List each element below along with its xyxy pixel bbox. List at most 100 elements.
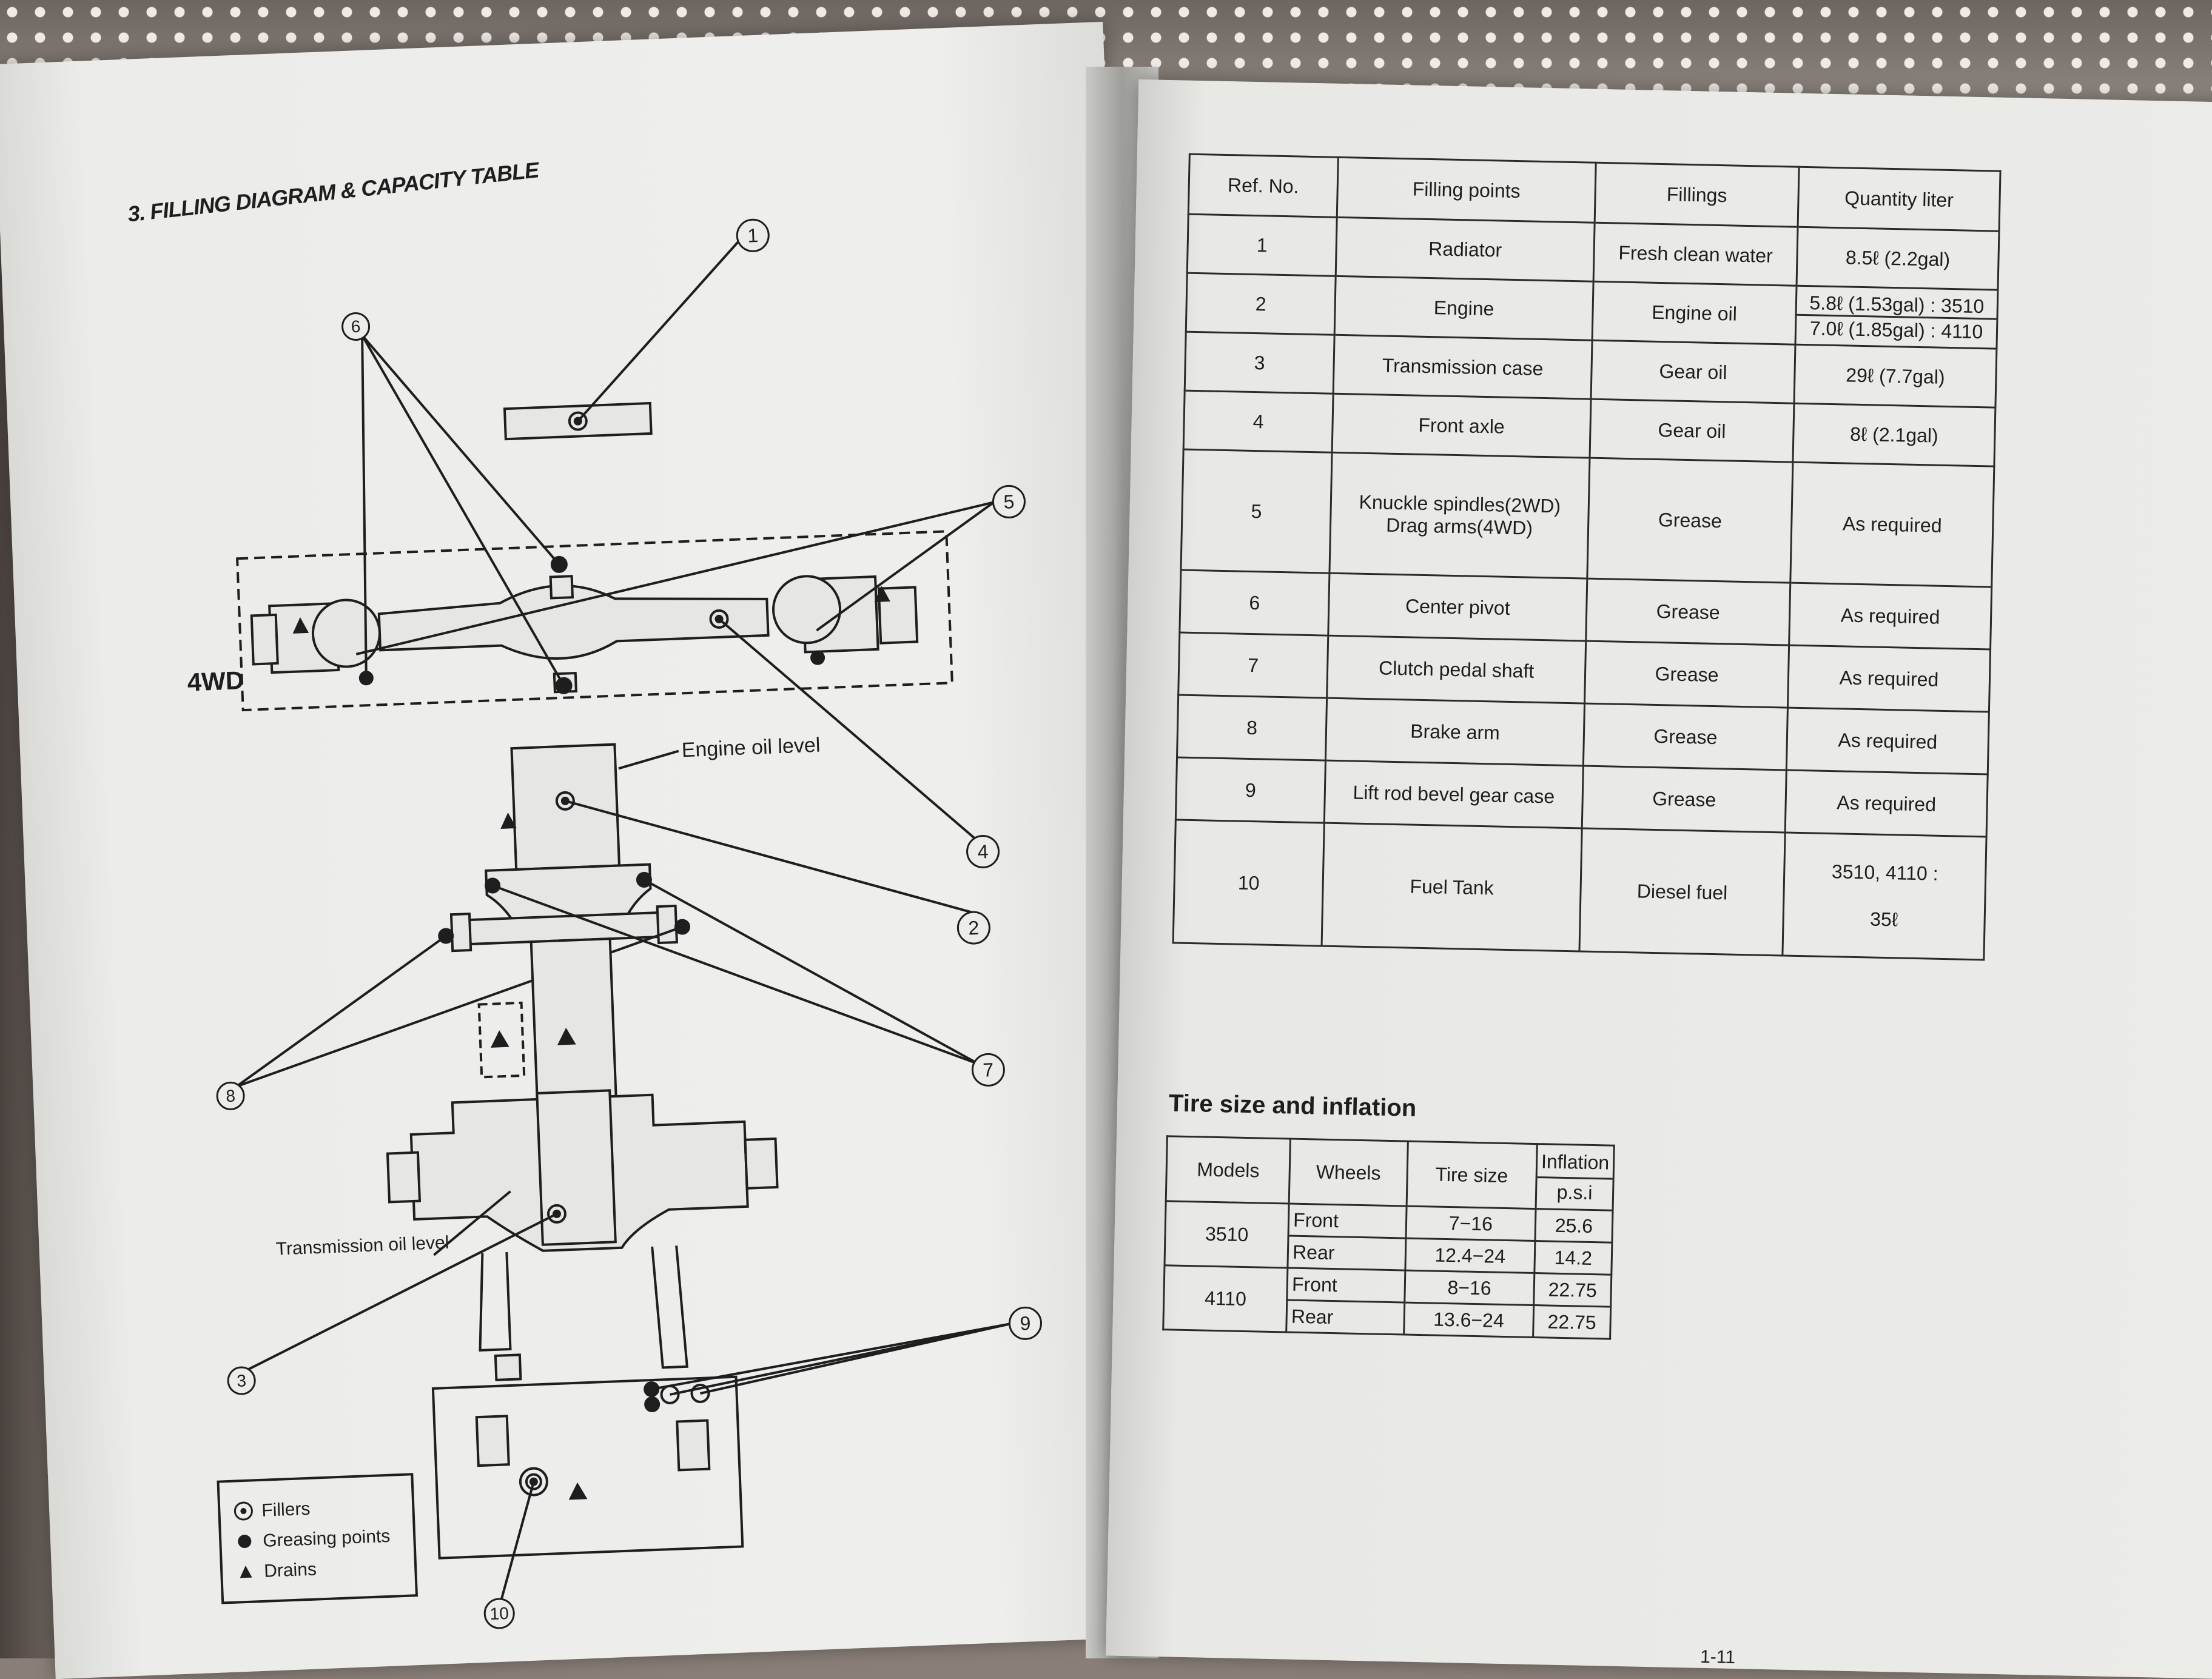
callout-2: 2 (968, 917, 980, 939)
quantity-line: 35ℓ (1869, 908, 1898, 931)
filling-point-cell: Lift rod bevel gear case (1324, 760, 1584, 828)
left-page: 3. FILLING DIAGRAM & CAPACITY TABLE (0, 21, 1165, 1679)
wheel-cell: Front (1287, 1267, 1405, 1303)
header-inflation-line: Inflation (1541, 1150, 1610, 1174)
quantity-cell: 5.8ℓ (1.53gal) : 3510 7.0ℓ (1.85gal) : 4… (1795, 286, 1998, 349)
filler-icon (234, 1501, 253, 1521)
quantity-cell: 29ℓ (7.7gal) (1793, 344, 1997, 408)
lift-box-shape (431, 1375, 744, 1560)
callout-6: 6 (351, 317, 361, 337)
quantity-cell: 8.5ℓ (2.2gal) (1797, 227, 1999, 290)
header-psi-line: p.s.i (1536, 1176, 1613, 1205)
engine-shape (510, 743, 621, 871)
header-fillings: Fillings (1595, 163, 1800, 227)
filling-point-cell: Radiator (1336, 217, 1595, 282)
quantity-cell: As required (1789, 583, 1992, 650)
4wd-frame (236, 530, 953, 712)
psi-cell: 22.75 (1533, 1305, 1611, 1339)
legend-drains: Drains (264, 1560, 317, 1581)
filling-cell: Gear oil (1591, 340, 1796, 404)
legend: Fillers Greasing points Drains (217, 1473, 419, 1604)
legend-greasing-points: Greasing points (263, 1526, 391, 1551)
transmission-oil-label: Transmission oil level (275, 1233, 449, 1259)
callout-1: 1 (747, 224, 759, 247)
ref-cell: 5 (1180, 449, 1333, 574)
quantity-cell: 3510, 4110 : 35ℓ (1782, 833, 1987, 960)
tire-size-cell: 13.6−24 (1404, 1302, 1534, 1338)
filling-point-cell: Clutch pedal shaft (1326, 635, 1586, 704)
tire-table: Models Wheels Tire size Inflation p.s.i … (1162, 1135, 1615, 1339)
callout-3: 3 (237, 1371, 247, 1390)
capacity-table: Ref. No. Filling points Fillings Quantit… (1172, 153, 2002, 961)
filling-point-cell: Transmission case (1333, 335, 1593, 400)
legend-fillers: Fillers (261, 1499, 311, 1521)
header-filling-points: Filling points (1337, 157, 1596, 223)
tire-size-cell: 8−16 (1404, 1270, 1535, 1305)
filling-diagram: 1 2 3 4 5 6 7 8 9 10 4WD Engine oil leve… (187, 218, 1042, 1629)
model-cell: 3510 (1164, 1201, 1289, 1268)
filling-point-cell: Engine (1334, 276, 1594, 341)
wheel-cell: Rear (1286, 1299, 1405, 1335)
callout-7: 7 (983, 1059, 994, 1081)
ref-cell: 4 (1183, 390, 1334, 453)
psi-cell: 25.6 (1535, 1208, 1613, 1243)
filling-cell: Gear oil (1590, 399, 1794, 463)
header-ref-no: Ref. No. (1188, 154, 1339, 218)
callout-4: 4 (977, 840, 989, 863)
right-page: Ref. No. Filling points Fillings Quantit… (1105, 79, 2212, 1679)
radiator-filler-icon (568, 411, 588, 431)
quantity-line: 7.0ℓ (1.85gal) : 4110 (1796, 313, 1997, 344)
filling-cell: Diesel fuel (1579, 828, 1786, 956)
header-wheels: Wheels (1289, 1139, 1408, 1207)
ref-cell: 10 (1173, 819, 1325, 947)
table-row: 5 Knuckle spindles(2WD) Drag arms(4WD) G… (1180, 449, 1994, 588)
filling-cell: Grease (1583, 703, 1788, 771)
header-quantity: Quantity liter (1798, 167, 2001, 232)
filling-point-cell: Knuckle spindles(2WD) Drag arms(4WD) (1329, 452, 1590, 579)
filling-cell: Fresh clean water (1593, 223, 1798, 286)
page-number: 1-11 (1699, 1646, 1736, 1668)
header-inflation: Inflation p.s.i (1535, 1144, 1615, 1211)
callout-10: 10 (489, 1604, 509, 1623)
front-axle-shape (377, 584, 770, 660)
header-tire-size: Tire size (1406, 1141, 1538, 1209)
ref-cell: 7 (1178, 632, 1328, 699)
wheel-cell: Front (1288, 1204, 1407, 1239)
filling-point-cell: Center pivot (1328, 573, 1587, 642)
table-row: 10 Fuel Tank Diesel fuel 3510, 4110 : 35… (1173, 819, 1987, 960)
greasing-point-icon (238, 1535, 252, 1549)
callout-5: 5 (1003, 491, 1015, 513)
quantity-cell: 8ℓ (2.1gal) (1792, 403, 1995, 467)
psi-cell: 22.75 (1533, 1273, 1612, 1307)
drain-icon (240, 1565, 252, 1578)
filling-cell: Grease (1584, 641, 1789, 708)
axle-label: 4WD (187, 666, 244, 697)
quantity-cell: As required (1786, 708, 1989, 774)
filling-cell: Grease (1582, 766, 1787, 833)
callout-8: 8 (226, 1087, 236, 1106)
filling-point-cell: Front axle (1332, 394, 1592, 458)
ref-cell: 2 (1186, 273, 1336, 335)
quantity-cell: As required (1790, 462, 1994, 588)
header-models: Models (1166, 1136, 1291, 1204)
ref-cell: 8 (1177, 695, 1327, 761)
wheel-cell: Rear (1288, 1236, 1406, 1271)
tire-section-title: Tire size and inflation (1168, 1090, 1417, 1122)
quantity-line: 5.8ℓ (1.53gal) : 3510 (1809, 291, 1985, 317)
ref-cell: 9 (1175, 757, 1326, 823)
ref-cell: 6 (1179, 570, 1330, 636)
filling-cell: Engine oil (1592, 281, 1797, 345)
quantity-cell: As required (1785, 770, 1988, 837)
ref-cell: 1 (1187, 214, 1337, 276)
tire-size-cell: 7−16 (1405, 1206, 1536, 1241)
quantity-cell: As required (1787, 645, 1991, 712)
tire-size-cell: 12.4−24 (1405, 1238, 1535, 1273)
engine-oil-label: Engine oil level (681, 734, 821, 762)
filling-cell: Grease (1587, 458, 1793, 583)
model-cell: 4110 (1163, 1265, 1288, 1332)
filling-point-cell: Fuel Tank (1322, 823, 1582, 951)
psi-cell: 14.2 (1534, 1241, 1612, 1275)
callout-9: 9 (1020, 1312, 1031, 1335)
filling-cell: Grease (1585, 578, 1790, 646)
tire-table-header: Models Wheels Tire size Inflation p.s.i (1166, 1136, 1615, 1211)
